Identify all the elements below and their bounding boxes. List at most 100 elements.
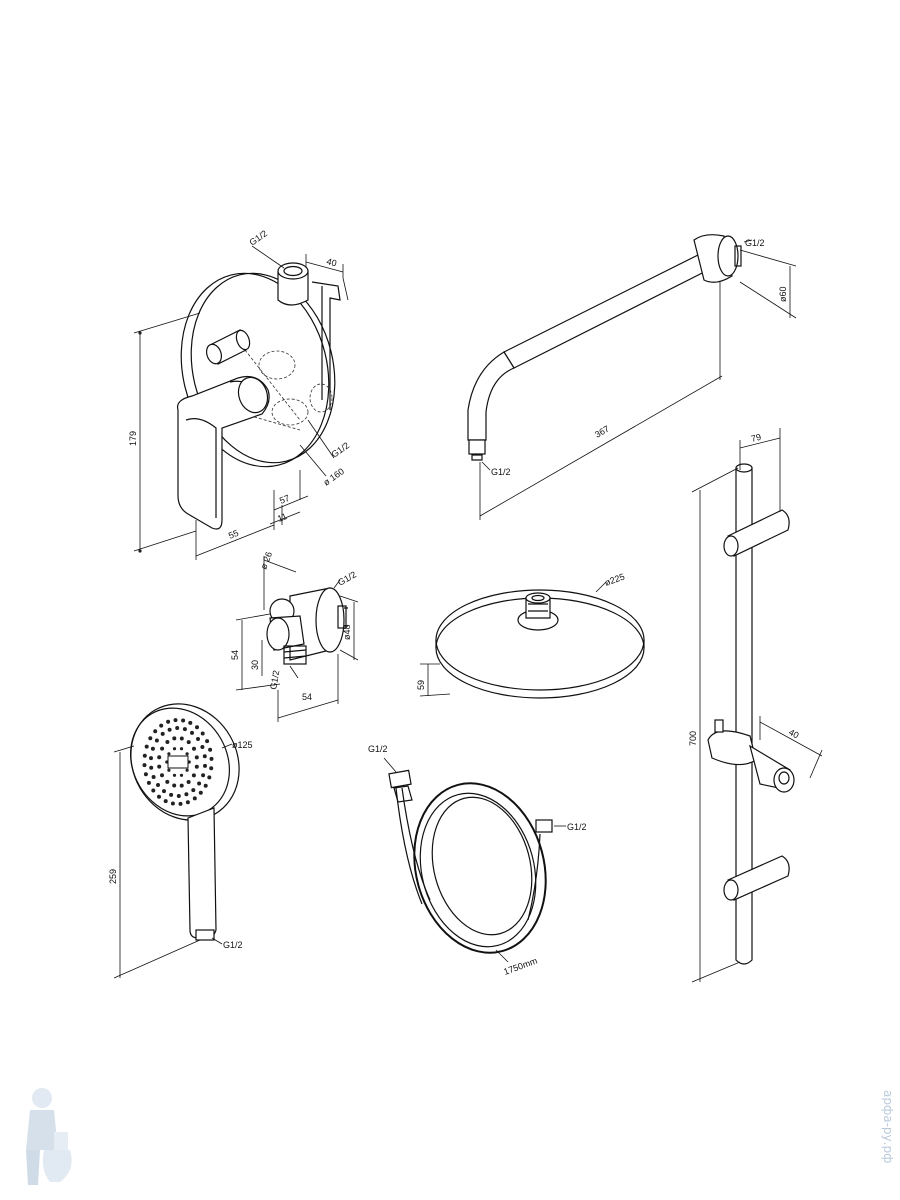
spray-nozzle [172,747,177,751]
spray-nozzle [185,800,190,805]
spray-nozzle [172,736,177,741]
spray-nozzle [175,726,180,730]
spray-nozzle [198,790,203,795]
spray-nozzle [194,755,199,760]
spray-nozzle [178,801,183,806]
spray-nozzle [157,764,162,769]
overhead-height-label: 59 [416,680,426,690]
mixer-width-label: 55 [227,528,240,541]
spray-nozzle [153,729,158,734]
spray-nozzle [167,752,171,756]
spray-nozzle [172,783,177,788]
outlet-height-label: 54 [230,650,240,660]
spray-nozzle [191,773,196,778]
nozzle-center-plate [167,755,189,769]
mixer-offset-label: 57 [278,493,291,506]
spray-nozzle [157,755,162,760]
spray-nozzle [179,773,184,777]
spray-nozzle [157,794,161,799]
hand-shower-diameter-label: ø125 [232,740,253,750]
spray-nozzle [208,747,213,752]
spray-nozzle [159,723,164,728]
mixer-inlet-label: G1/2 [247,228,269,247]
spray-nozzle [185,752,189,756]
spray-nozzle [179,747,184,751]
spray-nozzle [144,744,149,749]
spray-nozzle [192,796,197,801]
spray-nozzle [190,730,194,735]
spray-nozzle [162,789,166,794]
spray-nozzle [203,783,208,788]
spray-nozzle [185,768,189,772]
spray-nozzle [197,781,202,786]
spray-nozzle [181,718,186,723]
shower-hose [388,769,553,954]
spray-nozzle [170,801,175,806]
hand-shower-length-label: 259 [108,869,118,884]
watermark-text: арфа-ру.рф [881,1090,895,1163]
hose-bottom-thread-label: G1/2 [567,822,587,832]
slide-bar-width-label: 79 [750,432,762,444]
spray-nozzle [143,772,148,777]
mixer-outlet-label: G1/2 [329,440,351,459]
spray-nozzle [192,746,196,751]
spray-nozzle [160,731,165,736]
slide-bar-dimensions: 79 700 40 [688,428,823,983]
mixer-height-label: 179 [128,431,138,446]
spray-nozzle [150,746,155,751]
spray-nozzle [194,764,199,769]
outlet-depth-label: 54 [302,692,312,702]
spray-nozzle [160,746,165,751]
overhead-diameter-label: ø225 [603,571,626,587]
spray-nozzle [179,783,184,788]
spray-nozzle [184,792,189,797]
spray-nozzle [186,740,191,745]
spray-nozzle [160,773,164,778]
spray-nozzle [200,745,205,749]
outlet-diameter-label: ø 26 [258,550,274,570]
spray-nozzle [182,727,187,732]
holder-depth-label: 40 [787,727,801,741]
hand-shower-thread-label: G1/2 [223,940,243,950]
mixer-depth-label: 40 [325,256,337,268]
slide-bar [707,463,795,965]
outlet-bottom-thread-label: G1/2 [268,669,281,690]
concealed-mixer [176,262,341,530]
spray-nozzle [202,754,207,759]
spray-nozzle [201,773,206,778]
spray-nozzle [166,719,171,724]
spray-nozzle [151,775,156,779]
spray-nozzle [156,783,160,787]
outlet-thread-label: G1/2 [336,569,358,587]
spray-nozzle [154,738,159,743]
spray-nozzle [209,756,214,761]
wall-outlet [266,587,348,665]
spray-nozzle [149,765,154,770]
spray-nozzle [169,792,174,797]
hand-shower-dimensions: ø125 259 G1/2 [108,740,253,979]
hose-length-label: 1750mm [502,956,538,977]
arm-wall-thread-label: G1/2 [745,238,765,248]
arm-flange-diameter-label: ø60 [778,286,788,302]
spray-nozzle [172,773,177,777]
overhead-shower [435,589,645,699]
arm-end-thread-label: G1/2 [491,467,511,477]
mixer-plate-diameter-label: ø 160 [321,466,346,487]
spray-nozzle [195,725,199,730]
spray-nozzle [207,775,212,780]
spray-nozzle [196,737,200,741]
spray-nozzle [142,753,147,758]
slide-bar-height-label: 700 [688,731,698,746]
spray-nozzle [167,727,172,732]
spray-nozzle [176,794,181,798]
spray-nozzle [165,740,170,744]
spray-nozzle [188,720,193,725]
spray-nozzles [142,718,214,806]
spray-nozzle [173,718,178,723]
spray-nozzle [191,788,196,793]
spray-nozzle [163,799,168,804]
spray-nozzle [165,779,170,784]
spray-nozzle [148,736,153,741]
hand-shower [129,703,240,941]
